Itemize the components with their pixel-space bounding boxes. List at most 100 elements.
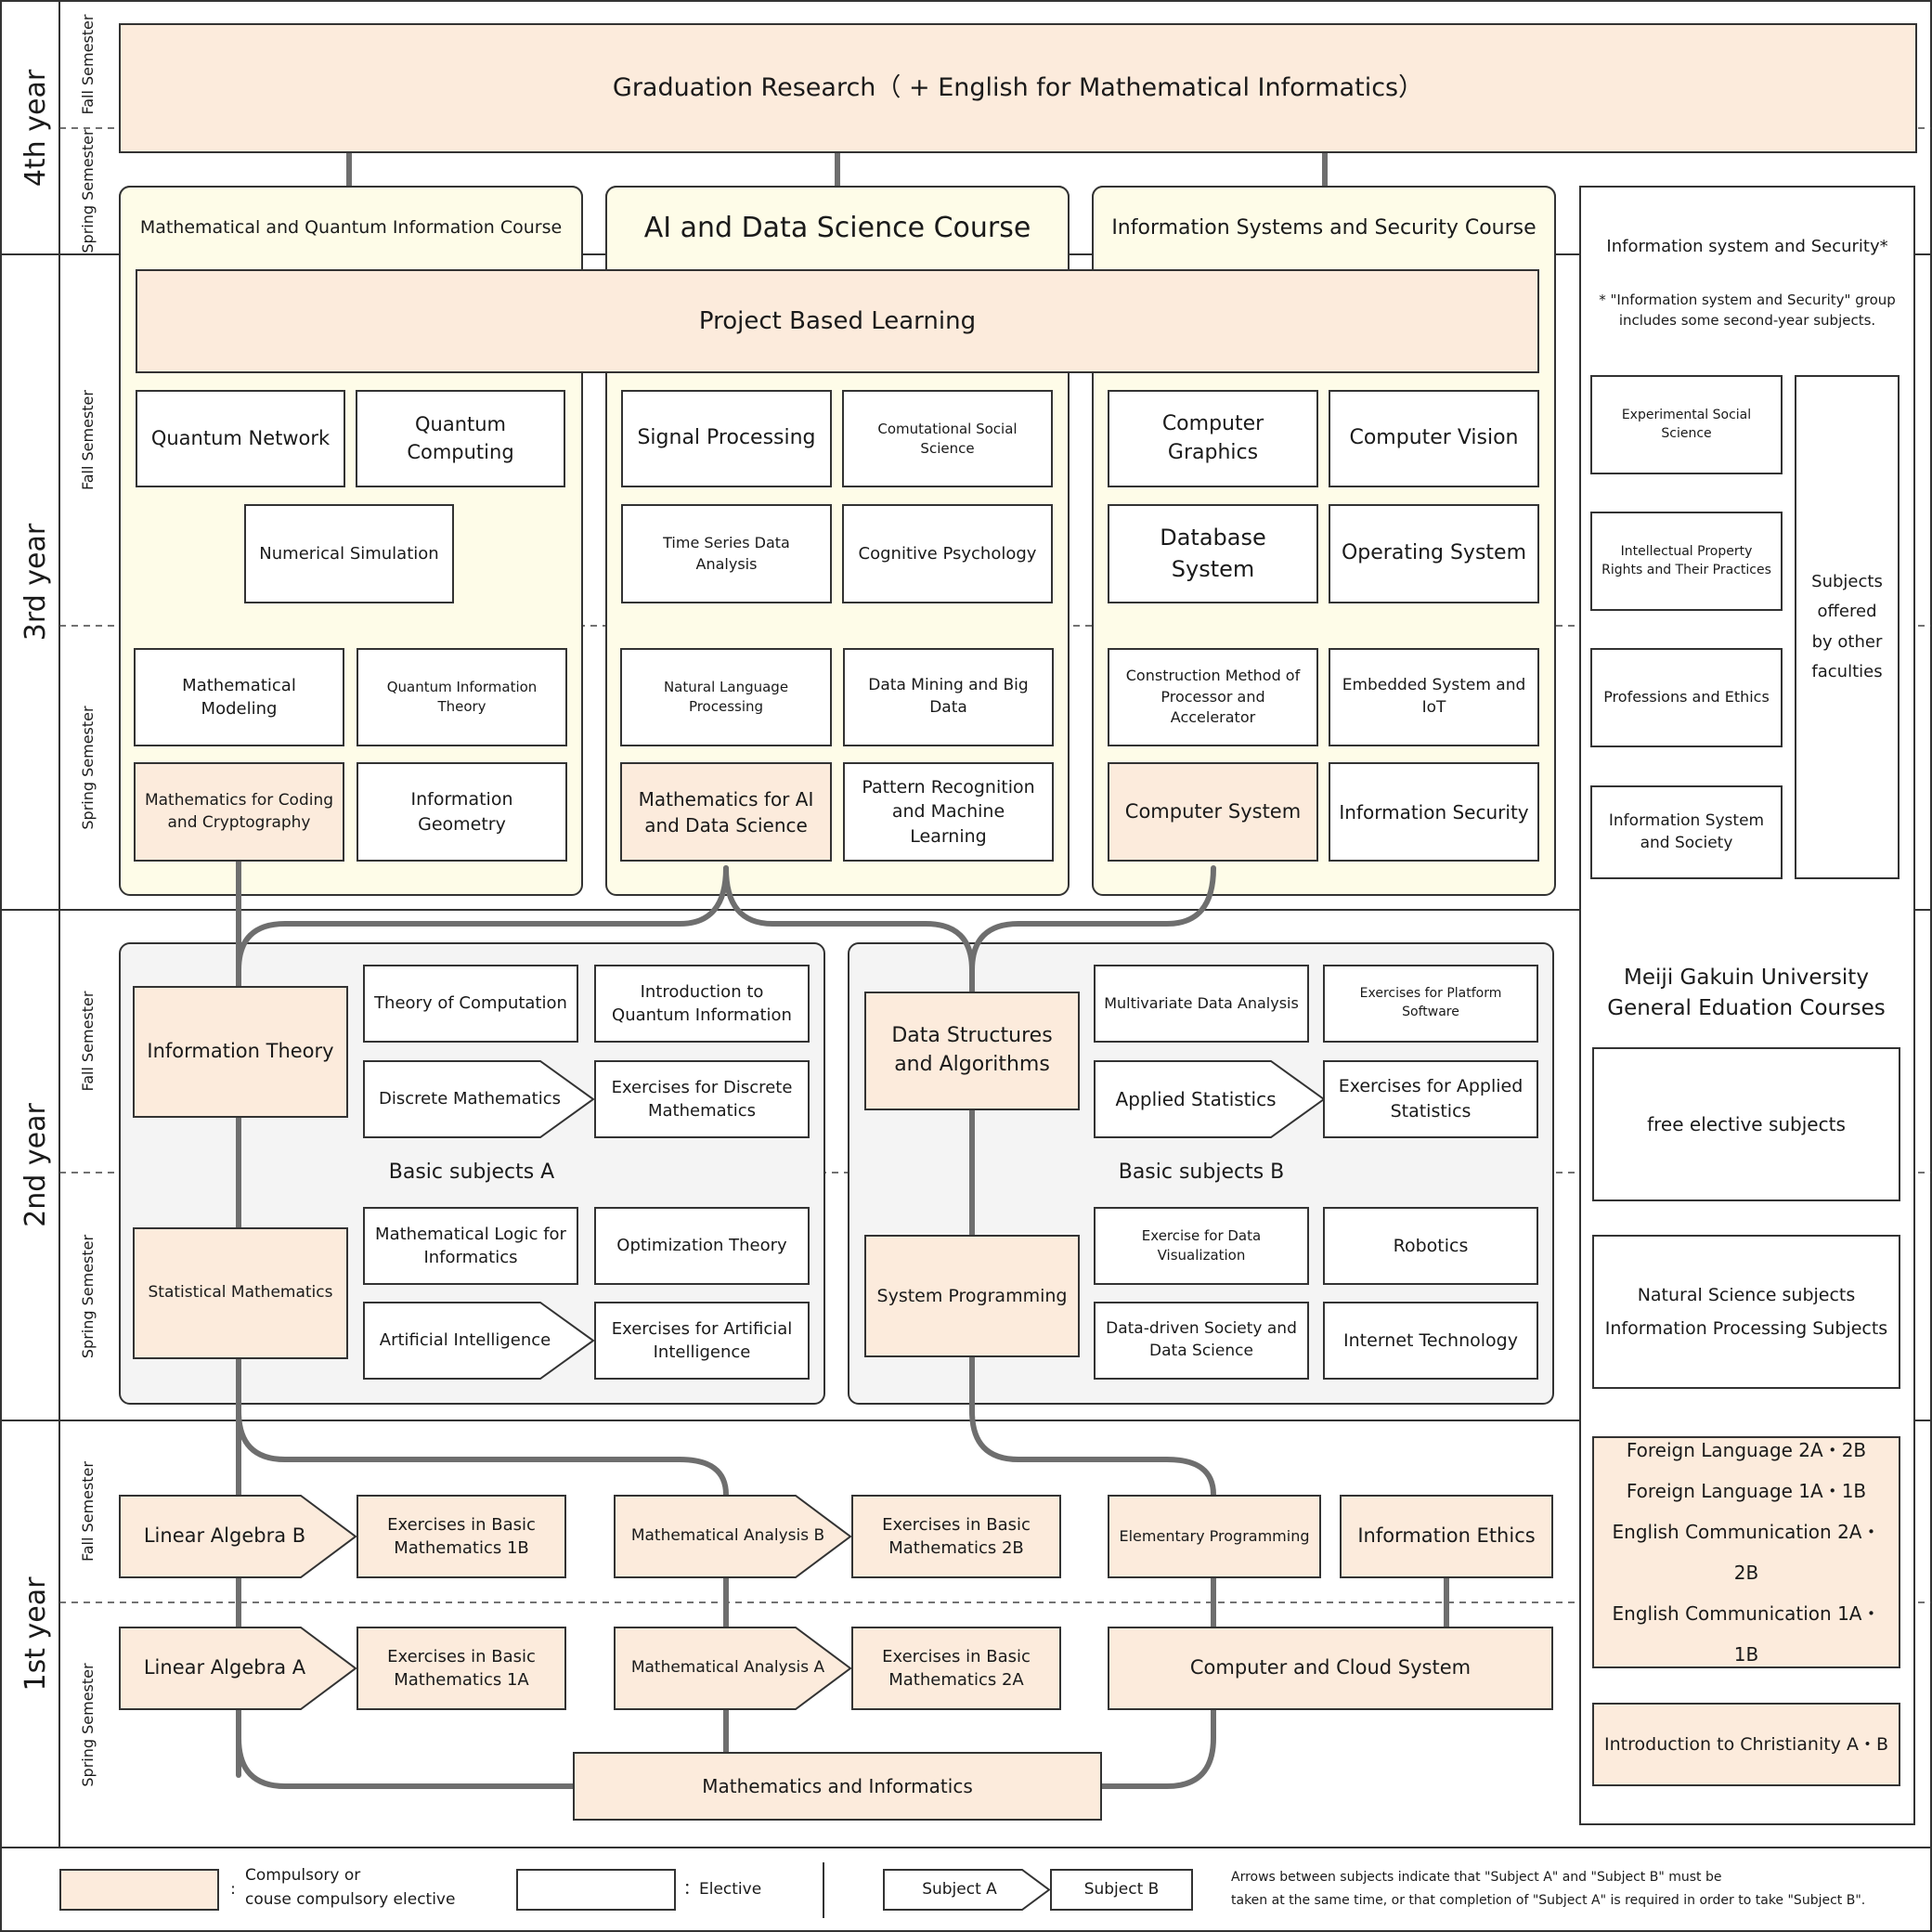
computer-system: Computer System	[1108, 762, 1318, 862]
discrete-mathematics: Discrete Mathematics	[363, 1060, 594, 1138]
legend-elective-swatch	[516, 1869, 676, 1911]
pattern-recognition-ml: Pattern Recognition and Machine Learning	[843, 762, 1054, 862]
project-based-learning: Project Based Learning	[136, 269, 1539, 373]
math-coding-cryptography: Mathematics for Coding and Cryptography	[134, 762, 344, 862]
experimental-social-science: Experimental Social Science	[1590, 375, 1783, 474]
legend-divider	[823, 1862, 824, 1918]
computer-and-cloud-system: Computer and Cloud System	[1108, 1627, 1553, 1710]
graduation-research: Graduation Research（ + English for Mathe…	[119, 23, 1917, 153]
side-iss-title: Information system and Security*	[1606, 236, 1888, 256]
arrow-shape	[614, 1495, 851, 1578]
exercises-platform-software: Exercises for Platform Software	[1323, 965, 1538, 1043]
construction-processor-accelerator: Construction Method of Processor and Acc…	[1108, 648, 1318, 746]
arrow-shape	[614, 1627, 851, 1710]
artificial-intelligence: Artificial Intelligence	[363, 1302, 594, 1380]
language-item: Foreign Language 1A・1B	[1626, 1480, 1867, 1502]
linear-algebra-b-label: Linear Algebra B	[143, 1524, 306, 1548]
information-geometry: Information Geometry	[357, 762, 567, 862]
basic-subjects-b-label: Basic subjects B	[1101, 1157, 1302, 1188]
mathematical-logic-informatics: Mathematical Logic for Informatics	[363, 1207, 578, 1285]
information-system-and-society: Information System and Society	[1590, 785, 1783, 879]
exercises-artificial-intelligence: Exercises for Artificial Intelligence	[594, 1302, 810, 1380]
theory-of-computation: Theory of Computation	[363, 965, 578, 1043]
information-ethics: Information Ethics	[1340, 1495, 1553, 1578]
quantum-information-theory: Quantum Information Theory	[357, 648, 567, 746]
quantum-network: Quantum Network	[136, 390, 345, 487]
signal-processing: Signal Processing	[621, 390, 832, 487]
legend-arrow-note-line-2: taken at the same time, or that completi…	[1231, 1892, 1866, 1908]
quantum-computing: Quantum Computing	[356, 390, 565, 487]
language-item: English Communication 1A・1B	[1612, 1602, 1881, 1666]
embedded-system-iot: Embedded System and IoT	[1329, 648, 1539, 746]
exercises-basic-math-2b: Exercises in Basic Mathematics 2B	[851, 1495, 1061, 1578]
optimization-theory: Optimization Theory	[594, 1207, 810, 1285]
legend-arrow-note: Arrows between subjects indicate that "S…	[1231, 1866, 1918, 1918]
exercise-data-visualization: Exercise for Data Visualization	[1094, 1207, 1309, 1285]
legend-arrow-note-line-1: Arrows between subjects indicate that "S…	[1231, 1870, 1722, 1885]
linear-algebra-a: Linear Algebra A	[119, 1627, 357, 1710]
discrete-mathematics-label: Discrete Mathematics	[378, 1089, 562, 1109]
natural-science-subjects: Natural Science subjects Information Pro…	[1592, 1235, 1900, 1389]
legend-compulsory-text: Compulsory or couse compulsory elective	[245, 1864, 486, 1916]
database-system: Database System	[1108, 504, 1318, 603]
legend-elective-text: ：Elective	[683, 1880, 762, 1900]
mathematical-analysis-a: Mathematical Analysis A	[614, 1627, 851, 1710]
general-education-title: Meiji Gakuin University General Eduation…	[1607, 965, 1886, 1020]
mathematical-analysis-a-label: Mathematical Analysis A	[630, 1658, 825, 1678]
introduction-quantum-information: Introduction to Quantum Information	[594, 965, 810, 1043]
mathematics-and-informatics: Mathematics and Informatics	[573, 1752, 1102, 1821]
arrow-shape	[883, 1869, 1050, 1911]
legend-compulsory-line-2: couse compulsory elective	[245, 1889, 456, 1909]
course-ai-ds-title: AI and Data Science Course	[605, 186, 1070, 267]
data-structures-algorithms: Data Structures and Algorithms	[864, 992, 1080, 1110]
legend-subject-b: Subject B	[1050, 1869, 1193, 1911]
free-elective-subjects: free elective subjects	[1592, 1047, 1900, 1201]
course-iss-title: Information Systems and Security Course	[1092, 186, 1556, 267]
math-ai-data-science: Mathematics for AI and Data Science	[620, 762, 832, 862]
mathematical-analysis-b-label: Mathematical Analysis B	[630, 1526, 825, 1546]
data-mining-big-data: Data Mining and Big Data	[843, 648, 1054, 746]
operating-system: Operating System	[1329, 504, 1539, 603]
numerical-simulation: Numerical Simulation	[244, 504, 454, 603]
professions-and-ethics: Professions and Ethics	[1590, 648, 1783, 747]
language-item: English Communication 2A・2B	[1612, 1521, 1881, 1584]
legend-subject-a-label: Subject A	[922, 1879, 997, 1899]
arrow-shape	[363, 1302, 594, 1380]
linear-algebra-a-label: Linear Algebra A	[143, 1656, 306, 1679]
mathematical-modeling: Mathematical Modeling	[134, 648, 344, 746]
side-iss-note: * "Information system and Security" grou…	[1599, 292, 1896, 329]
natural-language-processing: Natural Language Processing	[620, 648, 832, 746]
arrow-shape	[119, 1627, 357, 1710]
applied-statistics: Applied Statistics	[1094, 1060, 1325, 1138]
arrow-shape	[119, 1495, 357, 1578]
applied-statistics-label: Applied Statistics	[1115, 1088, 1277, 1110]
exercises-basic-math-1b: Exercises in Basic Mathematics 1B	[357, 1495, 566, 1578]
legend-compulsory-line-1: Compulsory or	[245, 1866, 361, 1885]
time-series-data-analysis: Time Series Data Analysis	[621, 504, 832, 603]
language-item: Foreign Language 2A・2B	[1626, 1439, 1867, 1461]
mathematical-analysis-b: Mathematical Analysis B	[614, 1495, 851, 1578]
arrow-shape	[363, 1060, 594, 1138]
exercises-basic-math-1a: Exercises in Basic Mathematics 1A	[357, 1627, 566, 1710]
basic-subjects-a-label: Basic subjects A	[371, 1157, 572, 1188]
legend-compulsory-swatch	[59, 1869, 219, 1911]
robotics: Robotics	[1323, 1207, 1538, 1285]
computational-social-science: Comutational Social Science	[842, 390, 1053, 487]
subjects-other-faculties: Subjects offered by other faculties	[1795, 375, 1900, 879]
linear-algebra-b: Linear Algebra B	[119, 1495, 357, 1578]
arrow-shape	[1094, 1060, 1325, 1138]
artificial-intelligence-label: Artificial Intelligence	[379, 1330, 551, 1351]
intellectual-property-rights: Intellectual Property Rights and Their P…	[1590, 512, 1783, 611]
legend-colon: :	[230, 1880, 236, 1900]
introduction-to-christianity: Introduction to Christianity A・B	[1592, 1703, 1900, 1786]
internet-technology: Internet Technology	[1323, 1302, 1538, 1380]
exercises-discrete-mathematics: Exercises for Discrete Mathematics	[594, 1060, 810, 1138]
computer-graphics: Computer Graphics	[1108, 390, 1318, 487]
data-driven-society: Data-driven Society and Data Science	[1094, 1302, 1309, 1380]
multivariate-data-analysis: Multivariate Data Analysis	[1094, 965, 1309, 1043]
exercises-basic-math-2a: Exercises in Basic Mathematics 2A	[851, 1627, 1061, 1710]
information-security: Information Security	[1329, 762, 1539, 862]
language-subjects: Foreign Language 2A・2B Foreign Language …	[1592, 1436, 1900, 1668]
cognitive-psychology: Cognitive Psychology	[842, 504, 1053, 603]
